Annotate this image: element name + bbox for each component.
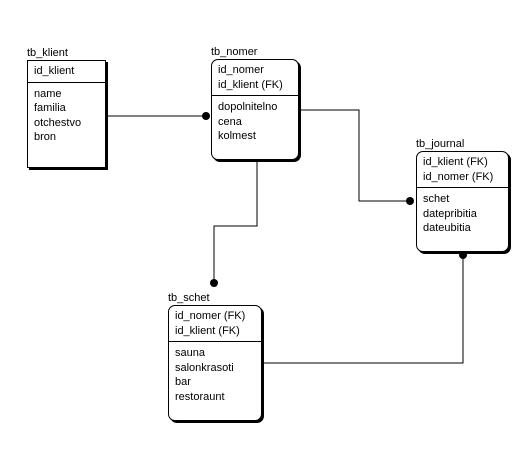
rel-nomer-journal-dot [406,197,414,205]
attribute-field: kolmest [218,130,256,142]
rel-nomer-journal [300,109,410,202]
attribute-field: dateubitia [423,222,471,234]
rel-nomer-schet-dot [210,279,218,287]
rel-schet-journal-dot [459,251,467,259]
attribute-field: dopolnitelno [218,101,278,113]
attribute-field: bron [34,131,57,143]
entity-box[interactable]: id_nomer (FK) id_klient (FK) sauna salon… [168,305,262,421]
entity-name: tb_nomer [211,46,258,58]
entity-box[interactable]: id_klient (FK) id_nomer (FK) schet datep… [416,151,509,252]
attribute-field: familia [34,102,66,114]
entity-name: tb_klient [27,47,68,59]
attribute-field: datepribitia [423,207,477,220]
key-field: id_klient (FK) [423,156,488,168]
key-section: id_klient [28,61,105,83]
key-field: id_klient (FK) [218,78,283,91]
rel-nomer-schet [213,161,258,283]
entity-name: tb_schet [168,292,210,304]
attribute-field: name [34,87,62,100]
key-field: id_klient (FK) [175,324,240,337]
entity-name: tb_journal [416,138,465,150]
attribute-field: restoraunt [175,390,225,403]
attribute-section: name familia otchestvo bron [28,83,105,148]
rel-schet-journal [263,255,464,364]
attribute-field: cena [218,115,242,128]
entity-box[interactable]: id_klient name familia otchestvo bron [27,60,106,168]
attribute-field: sauna [175,347,205,359]
key-section: id_klient (FK) id_nomer (FK) [417,152,508,188]
attribute-section: schet datepribitia dateubitia [417,188,508,239]
attribute-field: otchestvo [34,116,82,129]
key-field: id_nomer [218,64,264,76]
attribute-field: schet [423,193,450,205]
attribute-field: bar [175,376,191,388]
key-section: id_nomer (FK) id_klient (FK) [169,306,261,342]
entity-box[interactable]: id_nomer id_klient (FK) dopolnitelno cen… [211,59,299,160]
attribute-section: dopolnitelno cena kolmest [212,96,298,147]
attribute-section: sauna salonkrasoti bar restoraunt [169,342,261,407]
key-field: id_nomer (FK) [175,310,246,322]
key-field: id_nomer (FK) [423,170,494,183]
key-field: id_klient [34,65,75,77]
attribute-field: salonkrasoti [175,361,234,374]
key-section: id_nomer id_klient (FK) [212,60,298,96]
rel-klient-nomer-dot [202,112,210,120]
